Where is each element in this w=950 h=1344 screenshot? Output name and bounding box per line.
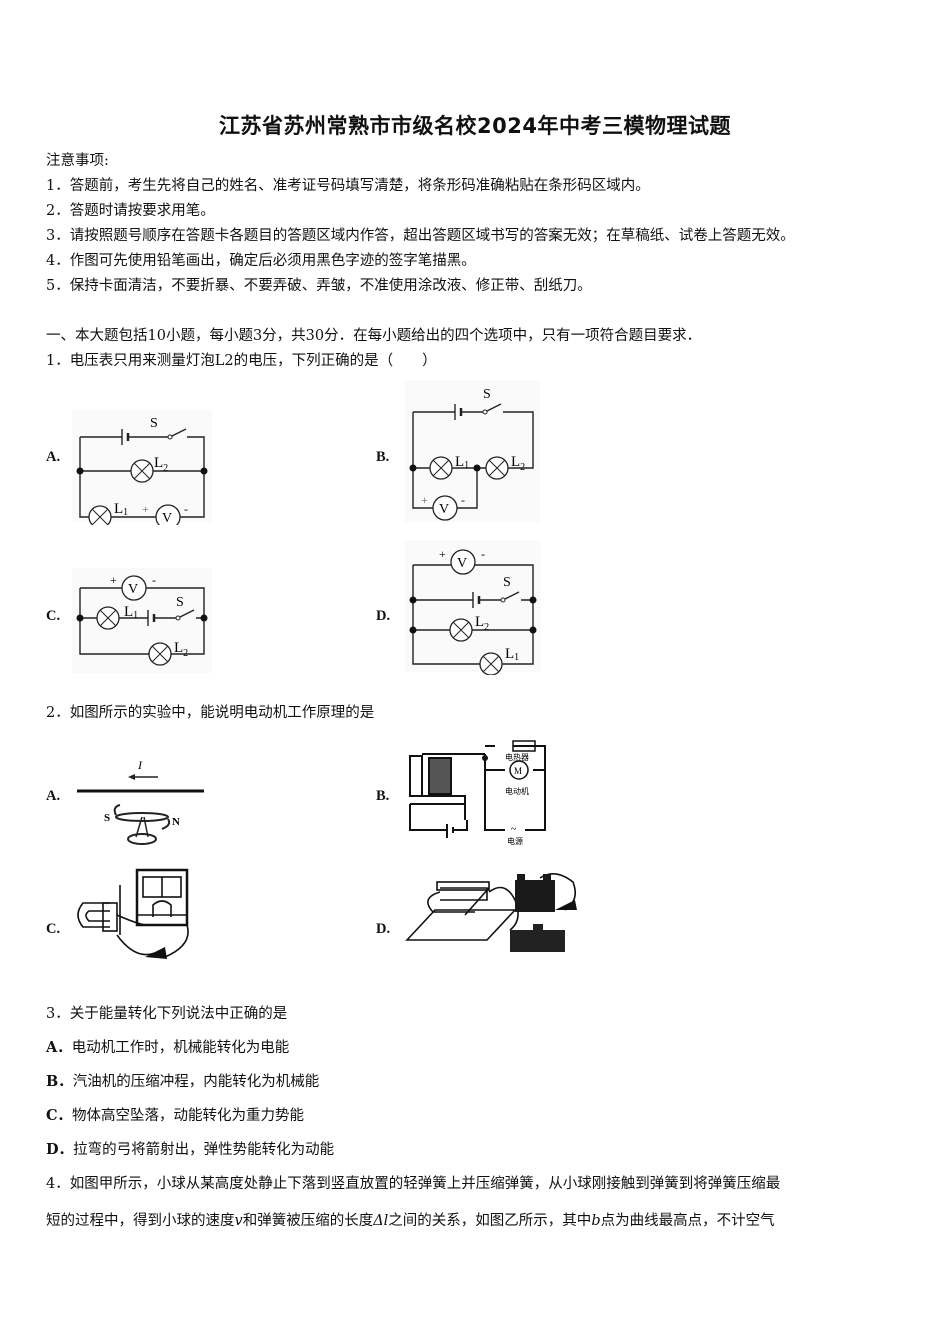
circuit-a-diagram: V S L2 L1 +- [72, 410, 212, 525]
svg-text:V: V [128, 582, 138, 597]
q1-option-d-label[interactable]: D. [376, 608, 391, 624]
q1-option-c-label[interactable]: C. [46, 608, 61, 624]
section-heading: 一、本大题包括10小题，每小题3分，共30分．在每小题给出的四个选项中，只有一项… [46, 328, 702, 344]
svg-text:N: N [172, 816, 180, 828]
svg-text:S: S [150, 416, 158, 431]
voltmeter-icon: V [155, 504, 181, 525]
oersted-experiment-figure: I S N [77, 758, 204, 845]
q3-option-b[interactable]: B．汽油机的压缩冲程，内能转化为机械能 [46, 1073, 319, 1091]
svg-text:V: V [439, 502, 449, 517]
svg-text:S: S [483, 387, 491, 402]
q3-option-b-text: 汽油机的压缩冲程，内能转化为机械能 [72, 1074, 320, 1090]
svg-text:+: + [439, 547, 446, 561]
svg-text:电源: 电源 [507, 836, 523, 846]
question-1-stem: 1．电压表只用来测量灯泡L2的电压，下列正确的是（ ） [46, 353, 437, 369]
svg-text:V: V [457, 556, 467, 571]
q3-option-c[interactable]: C．物体高空坠落，动能转化为重力势能 [46, 1107, 304, 1125]
question-2-stem: 2．如图所示的实验中，能说明电动机工作原理的是 [46, 705, 375, 721]
svg-text:-: - [184, 502, 188, 516]
svg-text:-: - [461, 493, 465, 507]
notice-item: 2．答题时请按要求用笔。 [46, 203, 215, 219]
question-3-stem: 3．关于能量转化下列说法中正确的是 [46, 1006, 288, 1022]
q4-var-dl: Δl [373, 1213, 389, 1229]
circuit-c-diagram: V +- L1 S L2 [72, 568, 212, 673]
lamp-icon [479, 652, 503, 675]
circuit-d-diagram: V +- S L2 L1 [405, 540, 541, 675]
notice-item: 5．保持卡面清洁，不要折暴、不要弄破、弄皱，不准使用涂改液、修正带、刮纸刀。 [46, 278, 592, 294]
q3-option-a-text: 电动机工作时，机械能转化为电能 [71, 1040, 290, 1056]
q3-option-a[interactable]: A．电动机工作时，机械能转化为电能 [46, 1039, 289, 1057]
q3-option-d[interactable]: D．拉弯的弓将箭射出，弹性势能转化为动能 [46, 1141, 334, 1159]
lamp-icon [96, 606, 120, 630]
electromagnetic-relay-figure: M 电热器 电动机 ~ 电源 [409, 740, 546, 846]
q3-option-d-label: D． [46, 1141, 74, 1158]
svg-text:+: + [142, 502, 149, 516]
q3-option-c-text: 物体高空坠落，动能转化为重力势能 [72, 1108, 305, 1124]
voltmeter-icon: V [450, 549, 476, 575]
q4-text: 之间的关系，如图乙所示，其中 [388, 1213, 592, 1229]
svg-text:V: V [162, 511, 172, 525]
q2-option-c-label[interactable]: C. [46, 921, 61, 937]
voltmeter-icon: V [432, 495, 458, 521]
notice-heading: 注意事项: [46, 153, 109, 169]
q3-option-c-label: C． [46, 1107, 73, 1124]
question-4-stem-line1: 4．如图甲所示，小球从某高度处静止下落到竖直放置的轻弹簧上并压缩弹簧，从小球刚接… [46, 1176, 781, 1192]
svg-text:S: S [176, 595, 184, 610]
lamp-icon [449, 618, 473, 642]
q1-option-a-label[interactable]: A. [46, 449, 61, 465]
svg-text:+: + [421, 493, 428, 507]
lamp-icon [485, 456, 509, 480]
notice-item: 3．请按照题号顺序在答题卡各题目的答题区域内作答，超出答题区域书写的答案无效；在… [46, 228, 795, 244]
svg-text:电热器: 电热器 [505, 752, 529, 762]
notice-item: 4．作图可先使用铅笔画出，确定后必须用黑色字迹的签字笔描黑。 [46, 253, 476, 269]
notice-item: 1．答题前，考生先将自己的姓名、准考证号码填写清楚，将条形码准确粘贴在条形码区域… [46, 178, 650, 194]
circuit-b-diagram: V S L1 L2 +- [405, 380, 540, 522]
page-title: 江苏省苏州常熟市市级名校2024年中考三模物理试题 [219, 114, 731, 138]
q3-option-d-text: 拉弯的弓将箭射出，弹性势能转化为动能 [73, 1142, 335, 1158]
q3-option-a-label: A． [46, 1039, 72, 1056]
svg-text:I: I [137, 758, 143, 772]
svg-text:M: M [514, 766, 522, 776]
svg-text:-: - [152, 573, 156, 587]
lamp-icon [130, 459, 154, 483]
question-4-stem-line2: 短的过程中，得到小球的速度v和弹簧被压缩的长度Δl之间的关系，如图乙所示，其中b… [46, 1212, 775, 1230]
q1-option-b-label[interactable]: B. [376, 449, 390, 465]
lamp-icon [148, 642, 172, 666]
q2-option-b-label[interactable]: B. [376, 788, 390, 804]
svg-text:S: S [104, 812, 110, 824]
q4-var-b: b [591, 1213, 601, 1229]
q4-text: 短的过程中，得到小球的速度 [46, 1213, 235, 1229]
q4-text: 和弹簧被压缩的长度 [242, 1213, 374, 1229]
svg-text:-: - [481, 547, 485, 561]
voltmeter-icon: V [121, 575, 147, 601]
q3-option-b-label: B． [46, 1073, 73, 1090]
q4-var-v: v [234, 1213, 243, 1229]
induction-galvanometer-figure [77, 868, 189, 959]
q2-option-d-label[interactable]: D. [376, 921, 391, 937]
q2-option-a-label[interactable]: A. [46, 788, 61, 804]
q4-text: 点为曲线最高点，不计空气 [600, 1213, 775, 1229]
svg-text:电动机: 电动机 [505, 786, 529, 796]
svg-text:~: ~ [511, 824, 517, 835]
motor-principle-figure [405, 873, 577, 952]
lamp-icon [429, 456, 453, 480]
svg-text:+: + [110, 573, 117, 587]
lamp-icon [88, 505, 112, 525]
svg-text:S: S [503, 575, 511, 590]
